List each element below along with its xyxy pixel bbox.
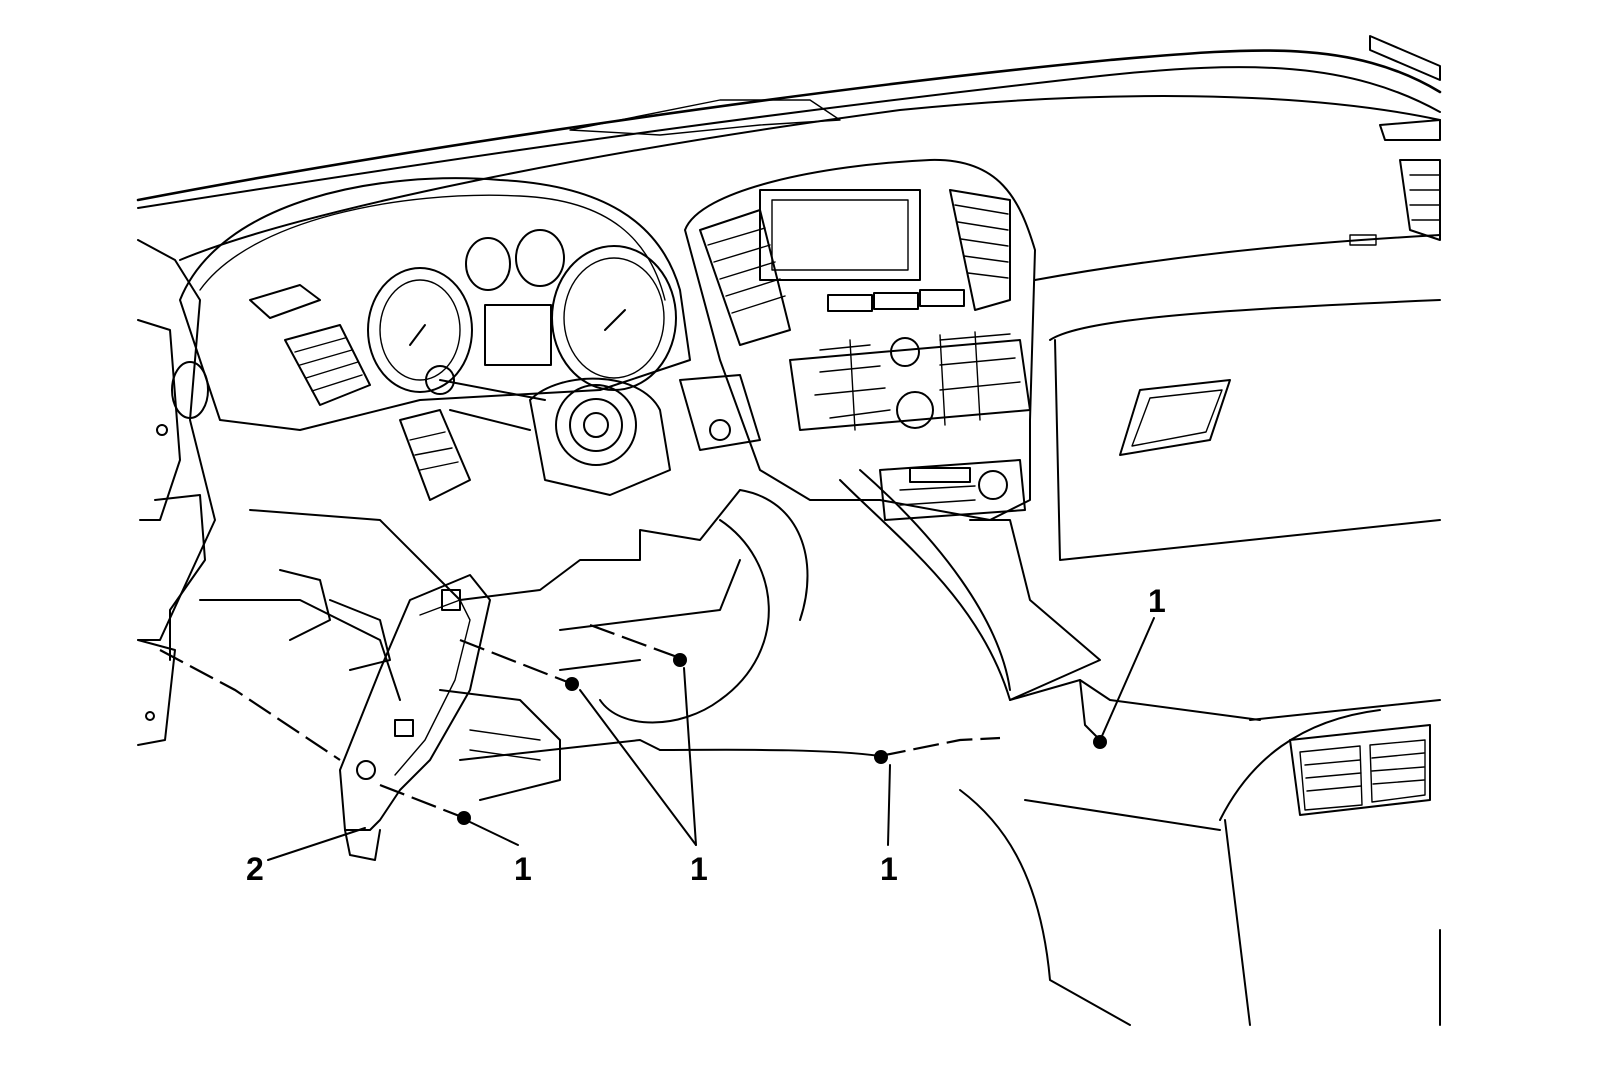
instrument-cluster bbox=[179, 177, 691, 431]
callout-leaders bbox=[267, 617, 1155, 861]
steering-column bbox=[399, 365, 761, 501]
fasteners bbox=[457, 653, 1107, 825]
bolt-knee-2 bbox=[673, 653, 687, 667]
left-vent bbox=[137, 239, 371, 746]
bolt-console-left bbox=[874, 750, 888, 764]
callout-1-right: 1 bbox=[1148, 583, 1166, 619]
bolt-left-lower bbox=[457, 811, 471, 825]
dashboard-top bbox=[136, 35, 1442, 261]
console-area bbox=[839, 469, 1441, 1026]
fastener-paths bbox=[159, 623, 1001, 819]
passenger-side bbox=[1034, 234, 1441, 561]
bolt-knee-1 bbox=[565, 677, 579, 691]
lower-trim-panel bbox=[339, 574, 491, 861]
callout-1-center-right: 1 bbox=[880, 851, 898, 887]
callout-labels: 2 1 1 1 1 bbox=[246, 583, 1166, 887]
callout-2: 2 bbox=[246, 851, 264, 887]
center-stack bbox=[684, 158, 1036, 521]
bolt-console-right bbox=[1093, 735, 1107, 749]
knee-bolster-frame bbox=[199, 489, 809, 801]
callout-1-left: 1 bbox=[514, 851, 532, 887]
callout-1-center: 1 bbox=[690, 851, 708, 887]
